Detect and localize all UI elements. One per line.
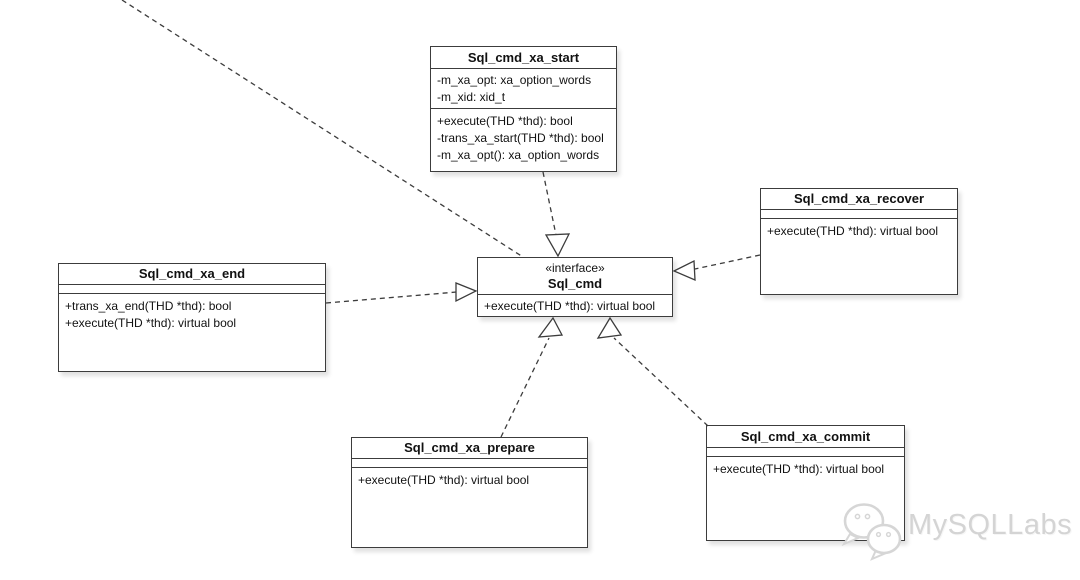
- class-sql-cmd-xa-start: Sql_cmd_xa_start -m_xa_opt: xa_option_wo…: [430, 46, 617, 172]
- attribute: -m_xid: xid_t: [437, 90, 506, 104]
- class-methods: +trans_xa_end(THD *thd): bool +execute(T…: [59, 294, 325, 371]
- method: -m_xa_opt(): xa_option_words: [437, 148, 600, 162]
- method: +trans_xa_end(THD *thd): bool: [65, 299, 232, 313]
- class-title: Sql_cmd_xa_recover: [761, 189, 957, 210]
- method: +execute(THD *thd): virtual bool: [65, 316, 237, 330]
- class-attributes: [59, 285, 325, 294]
- class-attributes: [761, 210, 957, 219]
- class-sql-cmd-xa-commit: Sql_cmd_xa_commit +execute(THD *thd): vi…: [706, 425, 905, 541]
- class-attributes: [352, 459, 587, 468]
- method: +execute(THD *thd): virtual bool: [713, 462, 885, 476]
- class-name: Sql_cmd_xa_end: [138, 266, 246, 281]
- realization-arrowhead-icon: [455, 282, 478, 303]
- method: +execute(THD *thd): virtual bool: [358, 473, 530, 487]
- class-name: Sql_cmd_xa_prepare: [404, 440, 535, 455]
- class-title: Sql_cmd_xa_end: [59, 264, 325, 285]
- class-methods: +execute(THD *thd): virtual bool: [478, 295, 672, 317]
- attribute: -m_xa_opt: xa_option_words: [437, 73, 592, 87]
- class-name: Sql_cmd: [547, 275, 603, 291]
- class-attributes: -m_xa_opt: xa_option_words -m_xid: xid_t: [431, 69, 616, 109]
- class-title: Sql_cmd_xa_start: [431, 47, 616, 69]
- class-title: «interface» Sql_cmd: [478, 258, 672, 295]
- class-name: Sql_cmd_xa_commit: [740, 428, 871, 444]
- watermark-label: MySQLLabs: [908, 509, 1073, 541]
- interface-sql-cmd: «interface» Sql_cmd +execute(THD *thd): …: [477, 257, 673, 317]
- class-methods: +execute(THD *thd): bool -trans_xa_start…: [431, 109, 616, 171]
- class-sql-cmd-xa-end: Sql_cmd_xa_end +trans_xa_end(THD *thd): …: [58, 263, 326, 372]
- class-methods: +execute(THD *thd): virtual bool: [761, 219, 957, 294]
- realization-arrowhead-icon: [544, 233, 571, 258]
- class-name: Sql_cmd_xa_recover: [793, 191, 925, 206]
- class-title: Sql_cmd_xa_commit: [707, 426, 904, 448]
- edge-xa-recover-to-sqlcmd: [694, 254, 761, 270]
- realization-arrowhead-icon: [672, 259, 696, 282]
- realization-arrowhead-icon: [537, 316, 564, 338]
- method: +execute(THD *thd): bool: [437, 114, 573, 128]
- class-name: Sql_cmd_xa_start: [467, 49, 580, 65]
- stereotype-label: «interface»: [545, 260, 605, 275]
- method: -trans_xa_start(THD *thd): bool: [437, 131, 604, 145]
- method: +execute(THD *thd): virtual bool: [484, 299, 656, 313]
- class-methods: +execute(THD *thd): virtual bool: [352, 468, 587, 547]
- class-title: Sql_cmd_xa_prepare: [352, 438, 587, 459]
- class-sql-cmd-xa-prepare: Sql_cmd_xa_prepare +execute(THD *thd): v…: [351, 437, 588, 548]
- edge-xa-start-to-sqlcmd: [542, 171, 557, 236]
- realization-arrowhead-icon: [596, 316, 623, 339]
- class-sql-cmd-xa-recover: Sql_cmd_xa_recover +execute(THD *thd): v…: [760, 188, 958, 295]
- class-methods: +execute(THD *thd): virtual bool: [707, 457, 904, 540]
- class-attributes: [707, 448, 904, 457]
- edge-xa-commit-to-sqlcmd: [613, 337, 709, 427]
- edge-xa-end-to-sqlcmd: [325, 291, 458, 304]
- method: +execute(THD *thd): virtual bool: [767, 224, 939, 238]
- edge-xa-prepare-to-sqlcmd: [500, 337, 550, 438]
